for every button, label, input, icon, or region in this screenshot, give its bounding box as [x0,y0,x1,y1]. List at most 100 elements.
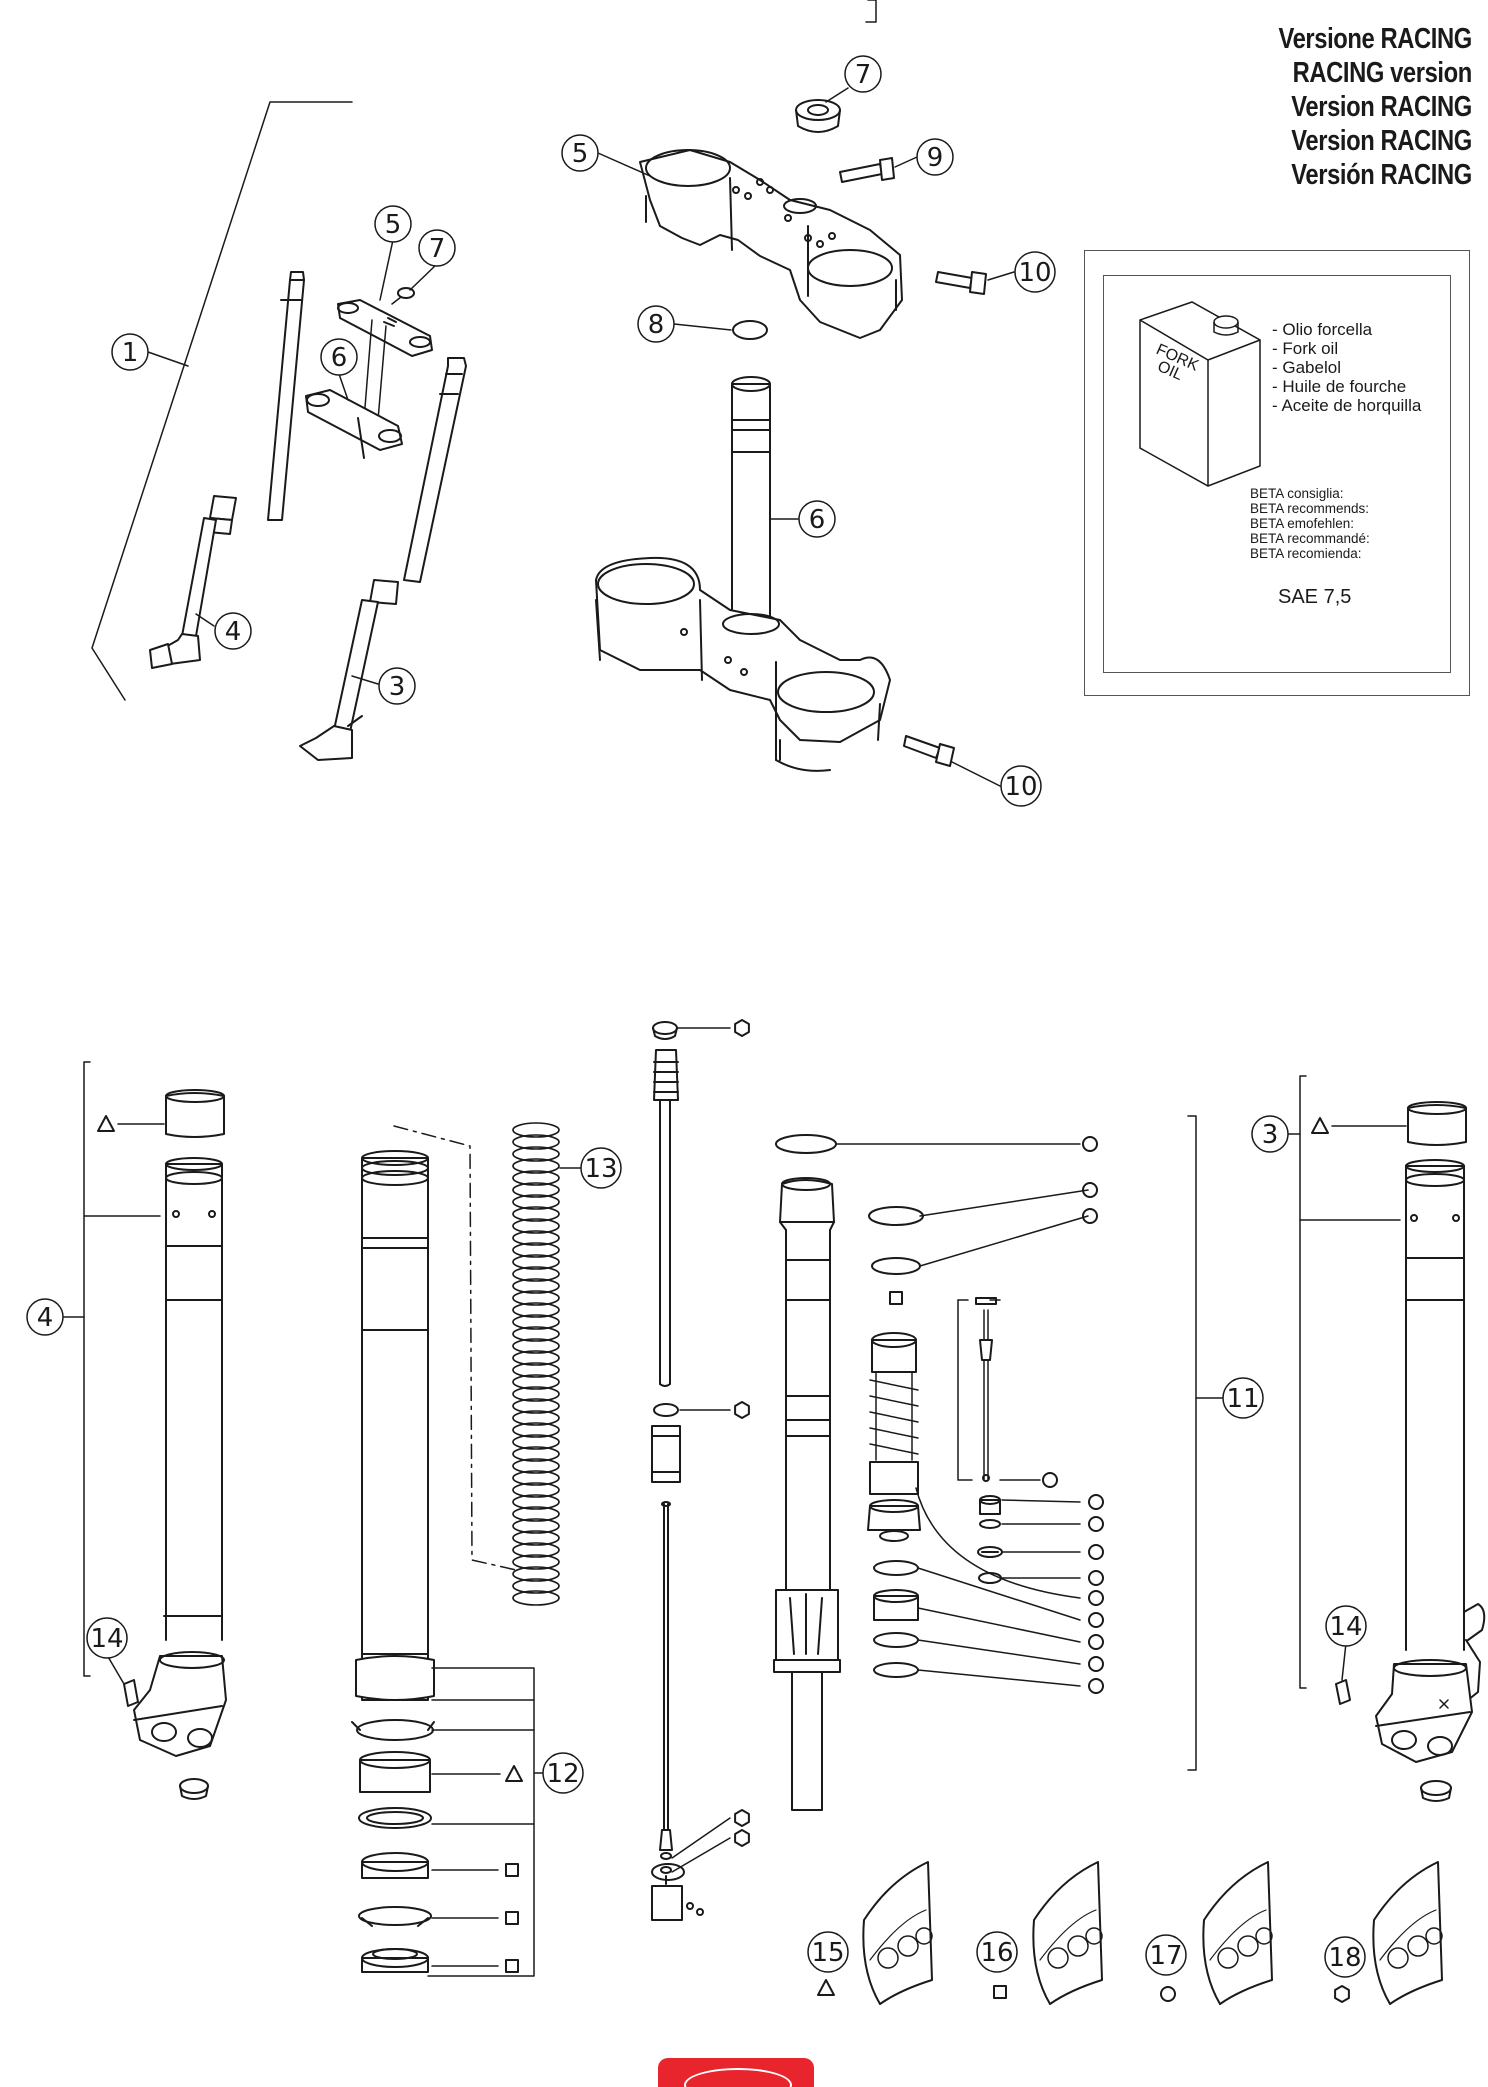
axle-clamp-right [1375,1659,1473,1763]
square-symbol [993,1985,1007,1999]
spring-coil [512,1302,560,1318]
recommend-line: BETA recommends: [1250,501,1370,516]
callout-c6a: 6 [320,338,358,376]
recommend-line: BETA recomienda: [1250,546,1362,561]
leader-lines-rod [671,1027,731,1873]
spring-coil [512,1338,560,1354]
spring-coil [512,1446,560,1462]
circle-symbol [1082,1208,1098,1224]
square-symbol [505,1863,519,1877]
hexagon-symbol [734,1829,750,1847]
callout-c16: 16 [976,1931,1018,1973]
callout-number: 3 [389,672,406,702]
brand-logo [658,2058,814,2087]
grease-bag [1032,1861,1103,2005]
callout-number: 8 [648,310,665,340]
hexagon-symbol [734,1401,750,1419]
circle-symbol [1088,1544,1104,1560]
callout-number: 17 [1149,1941,1182,1971]
spring-coil [512,1242,560,1258]
part-symbols [97,1019,1407,2003]
circle-symbol [1088,1656,1104,1672]
spring-coil [512,1194,560,1210]
callout-number: 7 [855,60,872,90]
spring-coil [512,1314,560,1330]
spring-coil [512,1578,560,1594]
oil-name: - Olio forcella [1272,320,1373,339]
spring-coil [512,1494,560,1510]
triple-clamp-small-top [337,299,433,421]
circle-symbol [1088,1494,1104,1510]
oil-name: - Gabelol [1272,358,1341,377]
spring-coil [512,1590,560,1606]
circle-symbol [1088,1612,1104,1628]
circle-symbol [1082,1136,1098,1152]
oil-can-drawing [1139,301,1261,487]
oil-grade: SAE 7,5 [1278,586,1352,608]
callout-number: 3 [1262,1120,1279,1150]
triangle-symbol [817,1979,835,1996]
bracket-left-4 [83,1061,91,1677]
callout-number: 5 [385,210,402,240]
spring-coil [512,1386,560,1402]
callout-number: 4 [225,617,242,647]
cartridge-internals [867,1206,1001,1542]
callout-number: 18 [1328,1943,1361,1973]
small-nut [391,287,415,305]
spring-coil [512,1482,560,1498]
circle-symbol [1088,1590,1104,1606]
screw-14-left [123,1679,139,1707]
callout-number: 10 [1018,258,1051,288]
spring-coil [512,1350,560,1366]
clamp-bolt-10-upper [935,271,987,295]
callout-number: 5 [572,139,589,169]
hexagon-symbol [734,1809,750,1827]
triple-clamp-small-bottom [305,389,403,459]
clamp-bolt-9 [839,157,895,183]
spring-coil [512,1146,560,1162]
spring-coil [512,1218,560,1234]
callout-c9: 9 [916,138,954,176]
fork-oil-box: FORK OIL - Olio forcella - Fork oil - Ga… [1084,250,1470,696]
bracket-line-1 [91,101,353,701]
bracket-right-3 [1299,1075,1307,1689]
fork-stanchion-tube [355,1125,517,1701]
triangle-symbol [505,1765,523,1782]
callout-c12: 12 [542,1752,584,1794]
upper-triple-clamp [639,149,903,339]
spring-coil [512,1422,560,1438]
callout-c18: 18 [1324,1936,1366,1978]
callout-c14a: 14 [86,1617,128,1659]
title-line: Version RACING [1291,125,1472,157]
callout-c14b: 14 [1325,1605,1367,1647]
callout-number: 13 [584,1154,617,1184]
bottom-nut-right [1420,1780,1452,1802]
grease-bag [862,1861,933,2005]
circle-symbol [1088,1678,1104,1694]
grease-bags [862,1861,1443,2005]
recommend-line: BETA emofehlen: [1250,516,1355,531]
callout-c13: 13 [580,1147,622,1189]
version-title: Versione RACING RACING version Version R… [1278,22,1473,192]
square-symbol [505,1959,519,1973]
spring-coil [512,1290,560,1306]
fork-outer-tube-left [163,1089,225,1641]
axle-clamp-left [133,1651,227,1757]
spring-coil [512,1434,560,1450]
callout-number: 1 [122,338,139,368]
circle-symbol [1042,1472,1058,1488]
circle-symbol [1160,1986,1176,2002]
hexagon-symbol [734,1019,750,1037]
title-line: Versione RACING [1278,23,1473,55]
callout-number: 14 [1329,1612,1362,1642]
spring-coil [512,1410,560,1426]
callout-number: 4 [37,1303,54,1333]
bracket-11 [1187,1115,1197,1771]
callout-c4a: 4 [214,612,252,650]
spring-coil [512,1518,560,1534]
spring-coil [512,1134,560,1150]
bracket-12 [427,1667,535,1977]
clamp-bolt-10-lower [903,735,955,767]
title-line: Versión RACING [1291,159,1472,191]
